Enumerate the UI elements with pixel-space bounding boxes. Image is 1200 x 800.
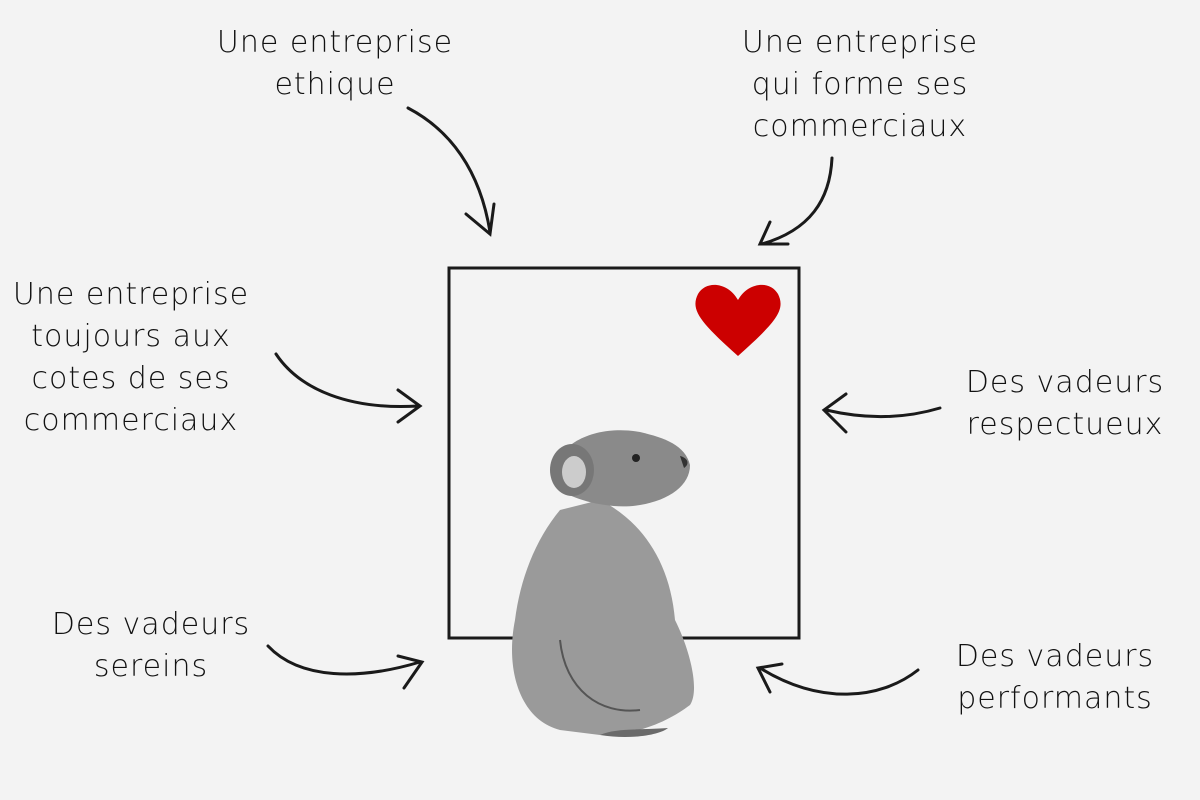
label-serene-values: Des vadeurs sereins (36, 604, 266, 688)
label-line: sereins (93, 649, 209, 684)
arrow-top-left (406, 106, 496, 237)
lion-cub-illustration (512, 430, 695, 738)
label-line: qui forme ses (751, 67, 969, 102)
label-line: Une entreprise (741, 25, 979, 60)
label-line: ethique (274, 67, 396, 102)
label-performing-values: Des vadeurs performants (940, 636, 1170, 720)
heart-icon (695, 284, 781, 356)
label-line: Des vadeurs (51, 607, 251, 642)
label-line: Des vadeurs (955, 639, 1155, 674)
label-line: Une entreprise (216, 25, 454, 60)
arrow-top-right (757, 156, 834, 246)
label-line: toujours aux (31, 319, 231, 354)
label-line: commerciaux (23, 403, 239, 438)
label-line: commerciaux (752, 109, 968, 144)
label-ethical-company: Une entreprise ethique (200, 22, 470, 106)
label-supportive-company: Une entreprise toujours aux cotes de ses… (0, 274, 262, 442)
arrows (266, 106, 942, 696)
arrow-mid-right (821, 392, 942, 434)
label-line: Une entreprise (12, 277, 250, 312)
arrow-bottom-left (266, 644, 425, 690)
label-training-company: Une entreprise qui forme ses commerciaux (725, 22, 995, 148)
label-line: performants (957, 681, 1153, 716)
arrow-mid-left (274, 352, 423, 424)
arrow-bottom-right (755, 662, 920, 696)
label-line: Des vadeurs (965, 365, 1165, 400)
label-line: cotes de ses (31, 361, 231, 396)
label-respectful-values: Des vadeurs respectueux (950, 362, 1180, 446)
label-line: respectueux (966, 407, 1164, 442)
